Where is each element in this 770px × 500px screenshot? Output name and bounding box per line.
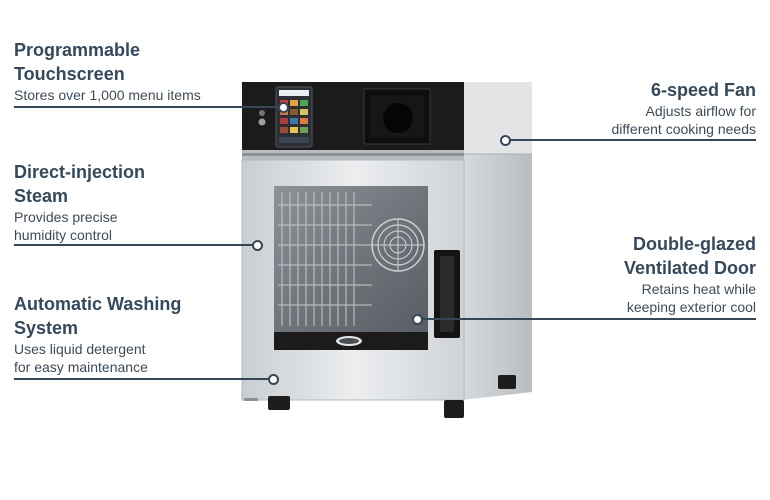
feature-description: Stores over 1,000 menu items — [14, 87, 201, 103]
leader-line-washing — [14, 378, 270, 380]
feature-touchscreen: Programmable Touchscreen Stores over 1,0… — [14, 38, 201, 104]
fan-housing — [363, 88, 431, 145]
feature-description: Adjusts airflow for different cooking ne… — [611, 103, 756, 137]
callout-dot-icon — [278, 102, 289, 113]
feature-description: Uses liquid detergent for easy maintenan… — [14, 341, 148, 375]
leader-line-touchscreen — [14, 106, 280, 108]
feature-title: Double-glazed Ventilated Door — [623, 234, 756, 278]
callout-dot-icon — [268, 374, 279, 385]
oven-door-glass — [274, 186, 428, 350]
feature-description: Provides precise humidity control — [14, 209, 118, 243]
panel-buttons — [258, 110, 266, 126]
feature-door: Double-glazed Ventilated Door Retains he… — [624, 232, 756, 316]
touchscreen-display — [275, 86, 313, 148]
leader-line-steam — [14, 244, 254, 246]
feature-washing: Automatic Washing System Uses liquid det… — [14, 292, 181, 376]
leader-line-door — [422, 318, 756, 320]
feature-title: Direct-injection Steam — [14, 162, 146, 206]
callout-dot-icon — [252, 240, 263, 251]
feature-description: Retains heat while keeping exterior cool — [626, 281, 756, 315]
oven-feet — [244, 375, 516, 418]
feature-title: Automatic Washing System — [14, 294, 182, 338]
feature-title: Programmable Touchscreen — [14, 40, 141, 84]
callout-dot-icon — [412, 314, 423, 325]
control-panel — [242, 82, 464, 160]
leader-line-fan — [508, 139, 756, 141]
feature-title: 6-speed Fan — [650, 80, 756, 100]
callout-dot-icon — [500, 135, 511, 146]
oven-side-panel — [462, 82, 532, 400]
feature-fan: 6-speed Fan Adjusts airflow for differen… — [611, 78, 756, 138]
door-handle — [434, 250, 460, 338]
feature-steam: Direct-injection Steam Provides precise … — [14, 160, 145, 244]
